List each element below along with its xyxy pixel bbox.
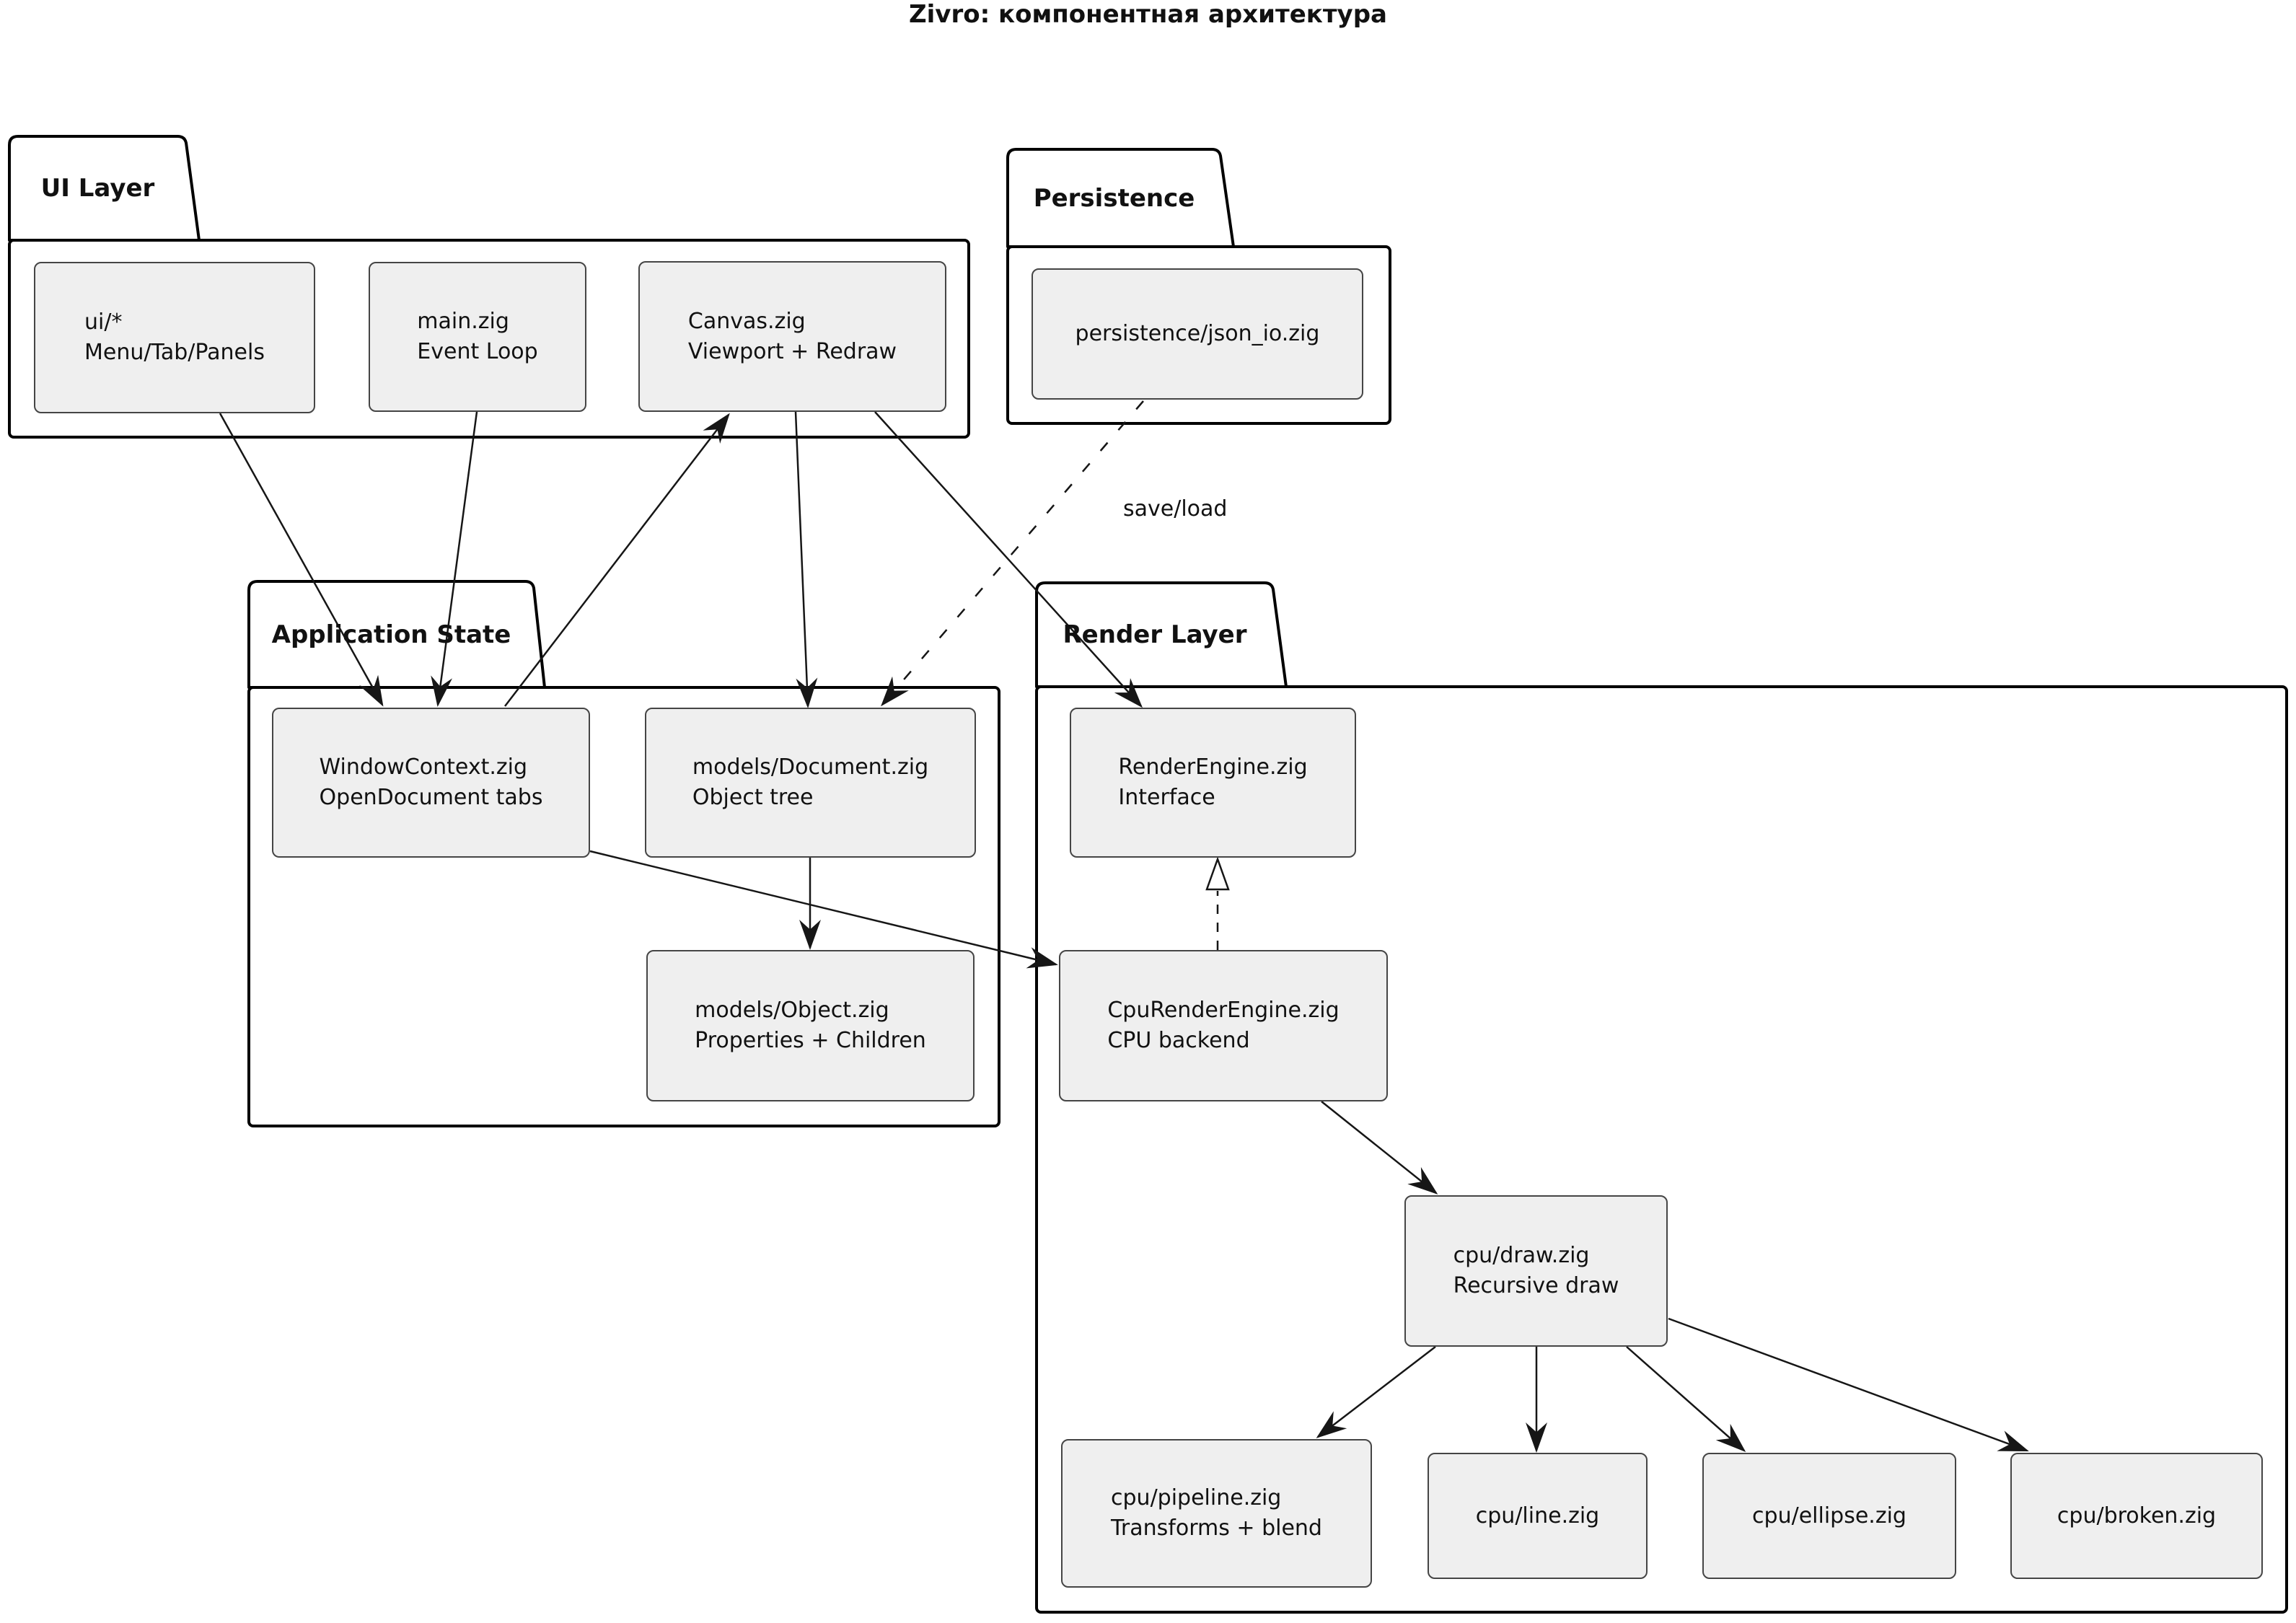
- edge-main-to-window-context: [431, 411, 478, 707]
- edge-ui-to-window-context: [219, 413, 384, 707]
- edge-canvas-to-document: [794, 411, 818, 708]
- edge-label-save-load: save/load: [1123, 496, 1228, 522]
- node-models-object-zig: models/Object.zig Properties + Children: [646, 950, 975, 1101]
- edge-cpu-render-engine-to-draw: [1321, 1101, 1438, 1195]
- edge-canvas-to-render-engine: [874, 411, 1143, 708]
- edge-window-context-to-canvas: [504, 413, 730, 707]
- diagram-edges: [219, 400, 2029, 1453]
- node-models-document-zig: models/Document.zig Object tree: [645, 708, 976, 858]
- diagram-title: Zivro: компонентная архитектура: [909, 0, 1387, 29]
- node-ui-files-label: ui/* Menu/Tab/Panels: [84, 309, 265, 365]
- node-cpu-render-engine-zig-label: CpuRenderEngine.zig CPU backend: [1107, 998, 1340, 1053]
- node-window-context-zig: WindowContext.zig OpenDocument tabs: [272, 708, 590, 858]
- edge-draw-to-ellipse: [1626, 1346, 1746, 1452]
- node-canvas-zig: Canvas.zig Viewport + Redraw: [638, 261, 946, 412]
- package-label-ui-layer: UI Layer: [40, 174, 155, 203]
- edge-json-io-to-document-save-load: [881, 400, 1144, 707]
- node-cpu-render-engine-zig: CpuRenderEngine.zig CPU backend: [1059, 950, 1388, 1101]
- node-cpu-draw-zig: cpu/draw.zig Recursive draw: [1404, 1195, 1668, 1347]
- node-cpu-ellipse-zig: cpu/ellipse.zig: [1702, 1453, 1956, 1579]
- node-json-io-zig-label: persistence/json_io.zig: [1075, 321, 1320, 346]
- edge-cpu-render-engine-implements-render-engine: [1205, 856, 1230, 950]
- node-models-object-zig-label: models/Object.zig Properties + Children: [695, 998, 926, 1053]
- node-models-document-zig-label: models/Document.zig Object tree: [692, 755, 929, 810]
- node-cpu-broken-zig: cpu/broken.zig: [2010, 1453, 2263, 1579]
- node-render-engine-zig: RenderEngine.zig Interface: [1070, 708, 1356, 858]
- edge-window-context-to-cpu-render-engine: [589, 850, 1058, 969]
- node-window-context-zig-label: WindowContext.zig OpenDocument tabs: [319, 755, 543, 810]
- package-label-render-layer: Render Layer: [1063, 620, 1247, 649]
- node-ui-files: ui/* Menu/Tab/Panels: [34, 262, 315, 413]
- edge-draw-to-broken: [1668, 1317, 2029, 1452]
- node-cpu-line-zig-label: cpu/line.zig: [1475, 1503, 1600, 1529]
- node-cpu-ellipse-zig-label: cpu/ellipse.zig: [1752, 1503, 1906, 1529]
- node-cpu-pipeline-zig-label: cpu/pipeline.zig Transforms + blend: [1111, 1485, 1322, 1541]
- package-label-application-state: Application State: [271, 620, 511, 649]
- node-main-zig-label: main.zig Event Loop: [417, 309, 538, 364]
- node-cpu-pipeline-zig: cpu/pipeline.zig Transforms + blend: [1061, 1439, 1372, 1588]
- node-canvas-zig-label: Canvas.zig Viewport + Redraw: [687, 308, 897, 364]
- node-cpu-broken-zig-label: cpu/broken.zig: [2057, 1503, 2217, 1529]
- node-main-zig: main.zig Event Loop: [369, 262, 586, 412]
- node-json-io-zig: persistence/json_io.zig: [1032, 268, 1363, 400]
- node-render-engine-zig-label: RenderEngine.zig Interface: [1118, 755, 1308, 810]
- edge-draw-to-pipeline: [1316, 1346, 1436, 1438]
- node-cpu-draw-zig-label: cpu/draw.zig Recursive draw: [1453, 1243, 1619, 1298]
- node-cpu-line-zig: cpu/line.zig: [1428, 1453, 1648, 1579]
- package-label-persistence: Persistence: [1033, 183, 1195, 213]
